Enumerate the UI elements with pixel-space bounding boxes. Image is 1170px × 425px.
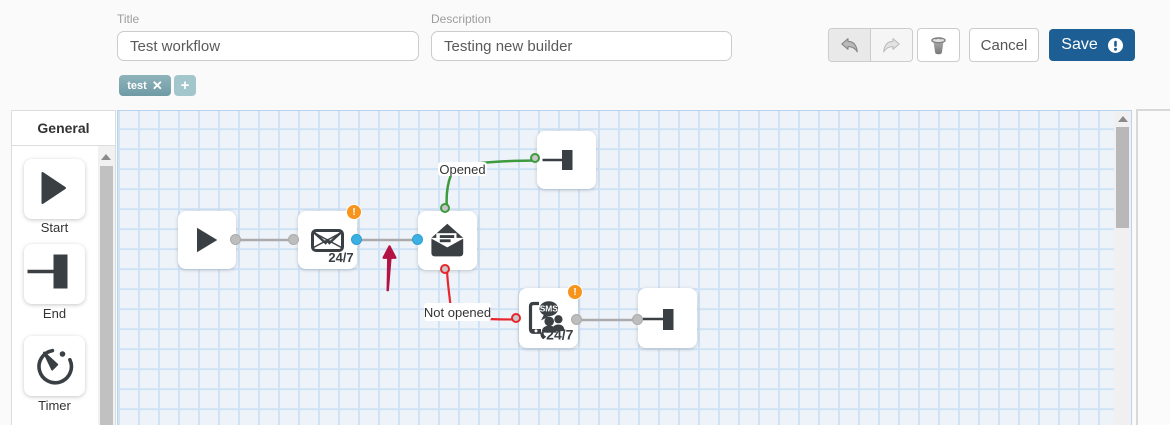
svg-text:24/7: 24/7 — [328, 250, 353, 265]
svg-text:SMS: SMS — [540, 304, 559, 314]
svg-text:24/7: 24/7 — [546, 327, 573, 343]
